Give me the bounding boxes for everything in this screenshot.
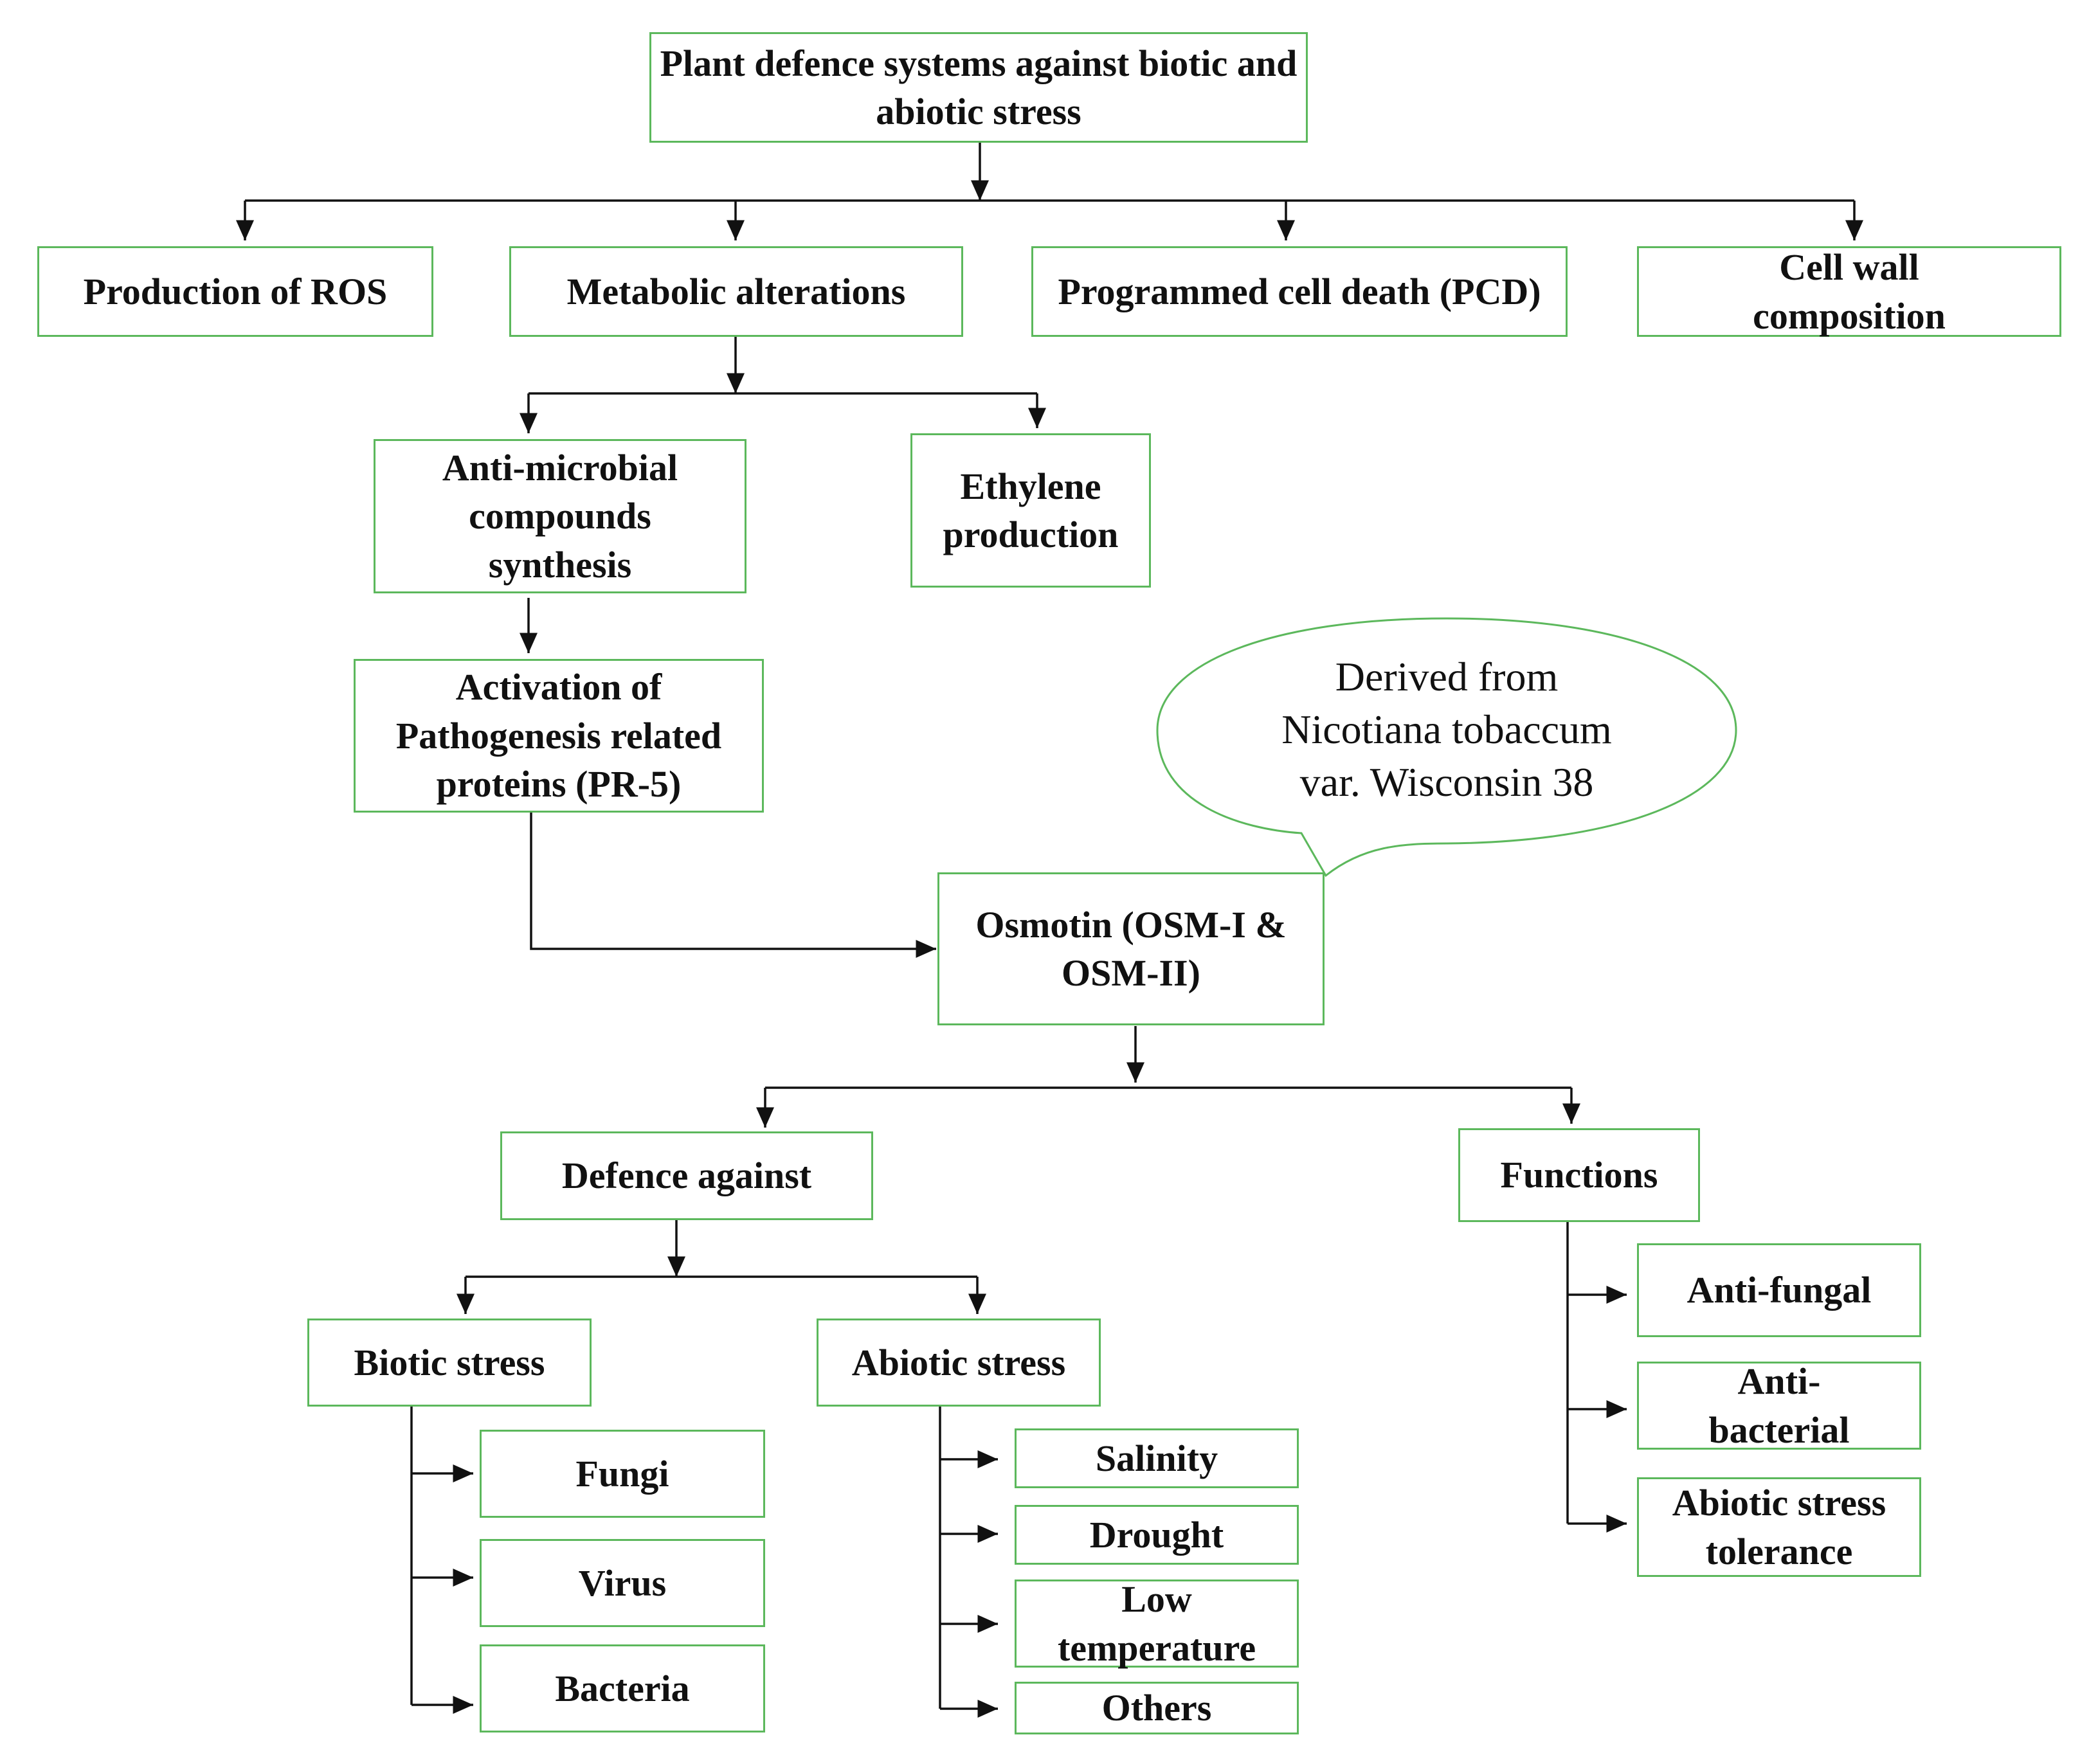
node-bacteria: Bacteria (480, 1644, 765, 1733)
callout-text: Derived from Nicotiana tobaccum var. Wis… (1281, 654, 1612, 805)
node-others: Others (1015, 1682, 1299, 1734)
arrow-to-osmotin (530, 813, 936, 958)
node-drought: Drought (1015, 1505, 1299, 1565)
node-metabolic-alterations: Metabolic alterations (509, 246, 963, 337)
node-antimicrobial-synthesis: Anti-microbial compounds synthesis (374, 439, 746, 593)
node-ethylene-production: Ethylene production (910, 433, 1151, 588)
node-production-of-ros: Production of ROS (37, 246, 433, 337)
node-defence-against: Defence against (500, 1131, 873, 1220)
node-activation-pr5: Activation of Pathogenesis related prote… (354, 659, 764, 813)
node-biotic-stress: Biotic stress (307, 1318, 592, 1407)
node-abiotic-stress-tolerance: Abiotic stress tolerance (1637, 1477, 1921, 1577)
node-osmotin: Osmotin (OSM-I & OSM-II) (937, 872, 1325, 1025)
callout-bubble (1156, 617, 1737, 878)
node-anti-fungal: Anti-fungal (1637, 1243, 1921, 1337)
node-anti-bacterial: Anti-bacterial (1637, 1360, 1921, 1451)
node-abiotic-stress: Abiotic stress (817, 1318, 1101, 1407)
node-root: Plant defence systems against biotic and… (649, 32, 1308, 143)
node-salinity: Salinity (1015, 1428, 1299, 1488)
node-programmed-cell-death: Programmed cell death (PCD) (1031, 246, 1568, 337)
connectors (236, 143, 1863, 1718)
node-low-temperature: Low temperature (1015, 1578, 1299, 1669)
node-functions: Functions (1458, 1128, 1700, 1222)
node-cell-wall-composition: Cell wall composition (1637, 246, 2061, 337)
node-fungi: Fungi (480, 1430, 765, 1518)
node-virus: Virus (480, 1539, 765, 1627)
